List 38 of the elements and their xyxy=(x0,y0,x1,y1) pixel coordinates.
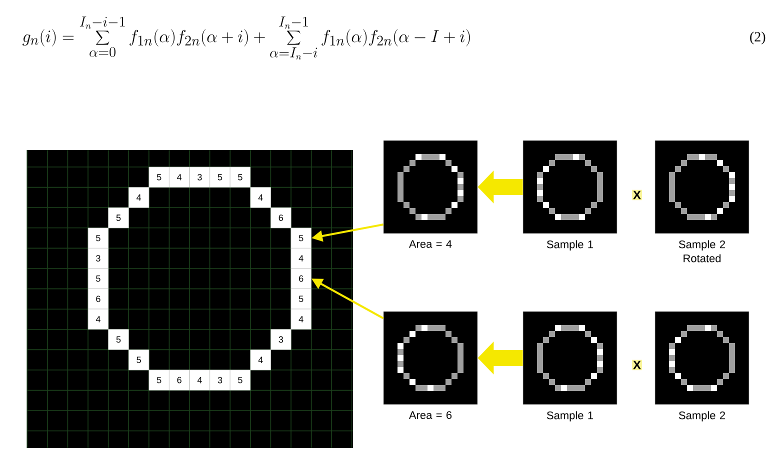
grid-cell: 5 xyxy=(88,228,109,248)
grid-cell: 5 xyxy=(108,207,129,228)
grid-cell: 4 xyxy=(250,187,271,208)
image-caption: Sample 1 xyxy=(546,411,593,422)
grid-cell: 5 xyxy=(290,288,312,310)
grid-cell: 5 xyxy=(210,166,230,188)
grid-cell: 3 xyxy=(189,166,210,188)
multiply-sign: X xyxy=(632,190,642,200)
multiply-sign: X xyxy=(632,360,642,370)
grid-cell: 4 xyxy=(128,187,150,208)
grid-cell: 3 xyxy=(210,370,230,390)
grid-cell: 4 xyxy=(290,248,312,269)
grid-cell: 4 xyxy=(88,308,109,330)
grid-cell: 4 xyxy=(189,370,210,390)
image-caption: Sample 1 xyxy=(546,240,593,250)
image-caption: Area = 4 xyxy=(408,240,452,248)
grid-cell: 6 xyxy=(270,207,292,228)
grid-cell: 5 xyxy=(108,329,129,350)
image-caption: Sample 2 Rotated xyxy=(678,240,725,262)
grid-cell: 6 xyxy=(88,288,109,310)
grid-cell: 5 xyxy=(290,228,312,248)
equation-number: (2) xyxy=(750,32,766,44)
grid-cell: 5 xyxy=(230,370,251,390)
grid-cell: 5 xyxy=(230,166,251,188)
grid-cell: 5 xyxy=(88,268,109,289)
grid-cell: 4 xyxy=(250,350,271,370)
image-caption: Area = 6 xyxy=(408,411,452,419)
grid-cell: 6 xyxy=(290,268,312,289)
grid-cell: 3 xyxy=(88,248,109,269)
image-caption: Sample 2 xyxy=(678,411,725,422)
grid-cell: 5 xyxy=(148,370,170,390)
grid-cell: 4 xyxy=(168,166,190,188)
grid-cell: 5 xyxy=(128,350,150,370)
grid-cell: 5 xyxy=(148,166,170,188)
grid-cell: 6 xyxy=(168,370,190,390)
grid-cell: 3 xyxy=(270,329,292,350)
equation: $g_n(i) = \sum_{\alpha=0}^{I_n-i-1} f_{1n}(\alpha) f_{2n}(\alpha+i) + \sum_{\alpha=I_n-i}^{I_n-1} f_{1n}(\alpha) f_{2n}(\alpha-I+i)$ xyxy=(22,16,470,60)
grid-cell: 4 xyxy=(290,308,312,330)
